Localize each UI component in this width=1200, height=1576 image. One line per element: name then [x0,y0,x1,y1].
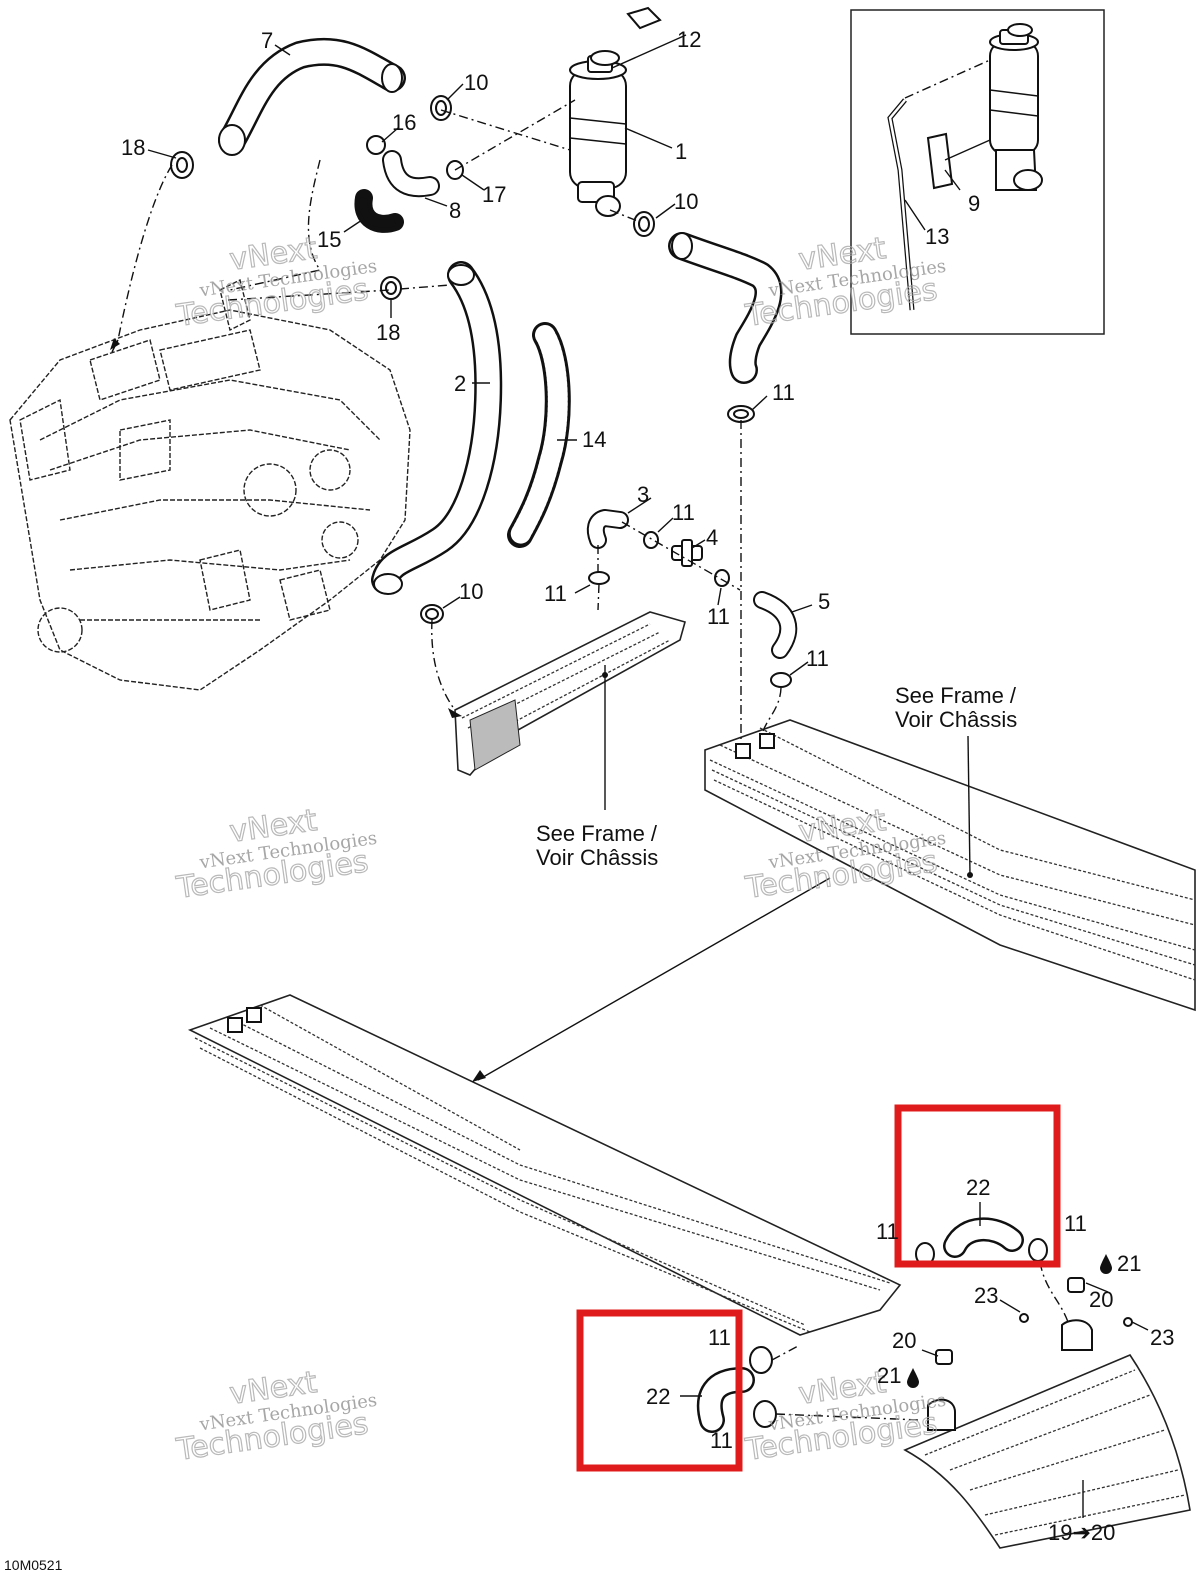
svg-text:Voir Châssis: Voir Châssis [895,707,1017,732]
frame-rail-lower [187,994,902,1336]
callout-23: 23 [1150,1325,1174,1350]
callout-5: 5 [818,589,830,614]
callout-23: 23 [974,1283,998,1308]
callout-10: 10 [464,70,488,95]
radiator-block [454,611,686,776]
clamp-16 [366,135,386,155]
svg-text:See Frame /: See Frame / [536,821,658,846]
highlight-box-lower [576,1309,743,1472]
elbow-3 [586,509,629,549]
clamp-11-right [727,405,755,423]
callout-15: 15 [317,227,341,252]
hose-7 [218,37,406,156]
callout-21: 21 [1117,1251,1141,1276]
callout-7: 7 [261,28,273,53]
leader-lines [111,34,1149,1518]
callout-11: 11 [708,1325,731,1350]
callout-21: 21 [877,1363,901,1388]
cap-12 [626,6,662,30]
callout-22: 22 [966,1175,990,1200]
callout-10: 10 [674,189,698,214]
callout-11: 11 [707,604,730,629]
heat-exchanger-19 [903,1277,1191,1549]
clamp-18-top [170,151,194,179]
clamp-10-top [430,95,452,121]
callout-8: 8 [449,198,461,223]
callout-19-20: 19➔20 [1048,1520,1115,1545]
callout-22: 22 [646,1384,670,1409]
callout-11: 11 [772,380,795,405]
callout-1: 1 [675,139,687,164]
note-see-frame-lower: See Frame / Voir Châssis [536,821,658,870]
callout-11: 11 [876,1219,899,1244]
note-see-frame-upper: See Frame / Voir Châssis [895,683,1017,732]
pad-9 [926,132,954,190]
highlight-box-upper [894,1104,1061,1268]
arrow-icon [110,338,486,1082]
engine-illustration [9,278,411,691]
drop-icon [907,1368,919,1388]
coolant-reservoir-1 [569,50,627,217]
svg-text:See Frame /: See Frame / [895,683,1017,708]
hose-22-lower [696,1346,777,1433]
frame-rail-upper [704,719,1196,1012]
hose-22-upper [915,1217,1048,1266]
callout-11: 11 [672,500,695,525]
callout-10: 10 [459,579,483,604]
clamp-18-mid [380,276,402,300]
callout-12: 12 [677,27,701,52]
callout-20: 20 [1089,1287,1113,1312]
inset-panel [850,9,1105,335]
callout-16: 16 [392,110,416,135]
callout-labels: 1 2 3 4 5 7 8 9 10 10 10 11 11 11 11 11 … [121,27,1174,1545]
callout-13: 13 [925,224,949,249]
callout-20: 20 [892,1328,916,1353]
callout-11: 11 [710,1428,733,1453]
hose-upper-right [668,232,783,384]
dot-markers [602,672,973,878]
callout-18: 18 [121,135,145,160]
callout-11: 11 [544,581,567,606]
fitting-4 [671,539,703,567]
hose-5 [753,591,798,659]
small-clamps [588,531,792,688]
callout-2: 2 [454,371,466,396]
callout-4: 4 [706,525,718,550]
svg-text:Voir Châssis: Voir Châssis [536,845,658,870]
hose-14 [507,322,571,548]
callout-14: 14 [582,427,606,452]
diagram-code: 10M0521 [4,1557,63,1573]
inset-reservoir [989,23,1043,191]
clamp-10-mid [633,211,655,237]
hose-8 [382,150,440,198]
drop-icon [1100,1254,1112,1274]
hose-15 [354,189,404,233]
callout-11: 11 [1064,1211,1087,1236]
callout-17: 17 [482,182,506,207]
callout-18: 18 [376,320,400,345]
callout-3: 3 [637,482,649,507]
hose-2 [371,261,503,595]
callout-11: 11 [806,646,829,671]
callout-9: 9 [968,191,980,216]
